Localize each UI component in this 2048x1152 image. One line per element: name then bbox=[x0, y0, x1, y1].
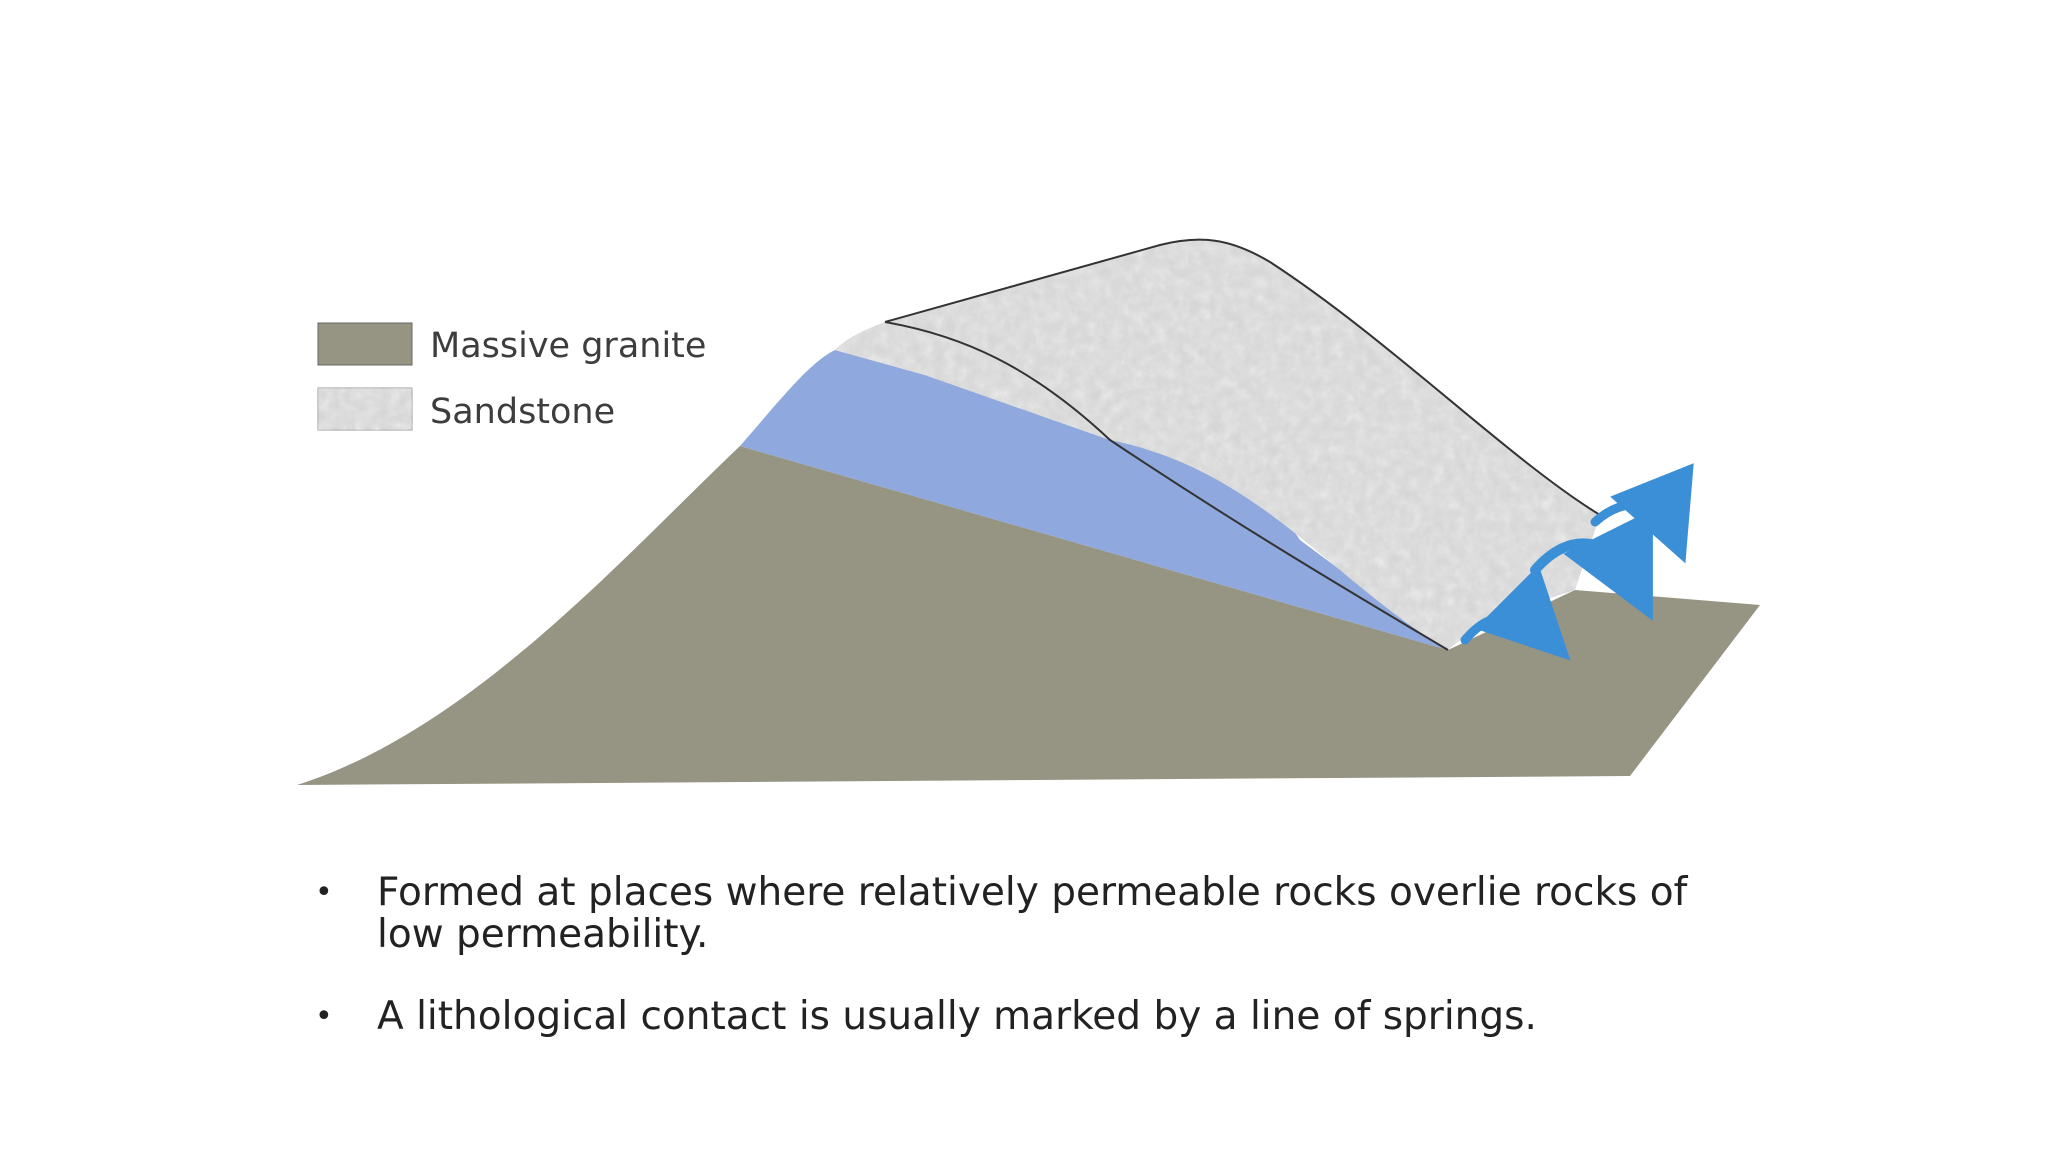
legend-label-sandstone: Sandstone bbox=[430, 392, 615, 432]
legend-label-granite: Massive granite bbox=[430, 326, 706, 366]
bullet-marker: • bbox=[315, 875, 333, 910]
bullet-marker: • bbox=[315, 999, 333, 1034]
spring-arrow-icon bbox=[1590, 463, 1694, 564]
bullet-list: • Formed at places where relatively perm… bbox=[315, 872, 1715, 1078]
saturated-zone bbox=[740, 350, 1448, 650]
spring-arrow-icon bbox=[1460, 565, 1571, 661]
bullet-item: • A lithological contact is usually mark… bbox=[315, 996, 1715, 1038]
bullet-text: Formed at places where relatively permea… bbox=[377, 870, 1688, 957]
spring-arrow-icon bbox=[1530, 508, 1653, 621]
sandstone-layer bbox=[835, 238, 1601, 651]
bullet-text: A lithological contact is usually marked… bbox=[377, 994, 1537, 1039]
bullet-item: • Formed at places where relatively perm… bbox=[315, 872, 1715, 956]
legend: Massive granite Sandstone bbox=[317, 322, 706, 432]
legend-swatch-granite bbox=[317, 322, 413, 366]
granite-layer bbox=[297, 446, 1760, 785]
